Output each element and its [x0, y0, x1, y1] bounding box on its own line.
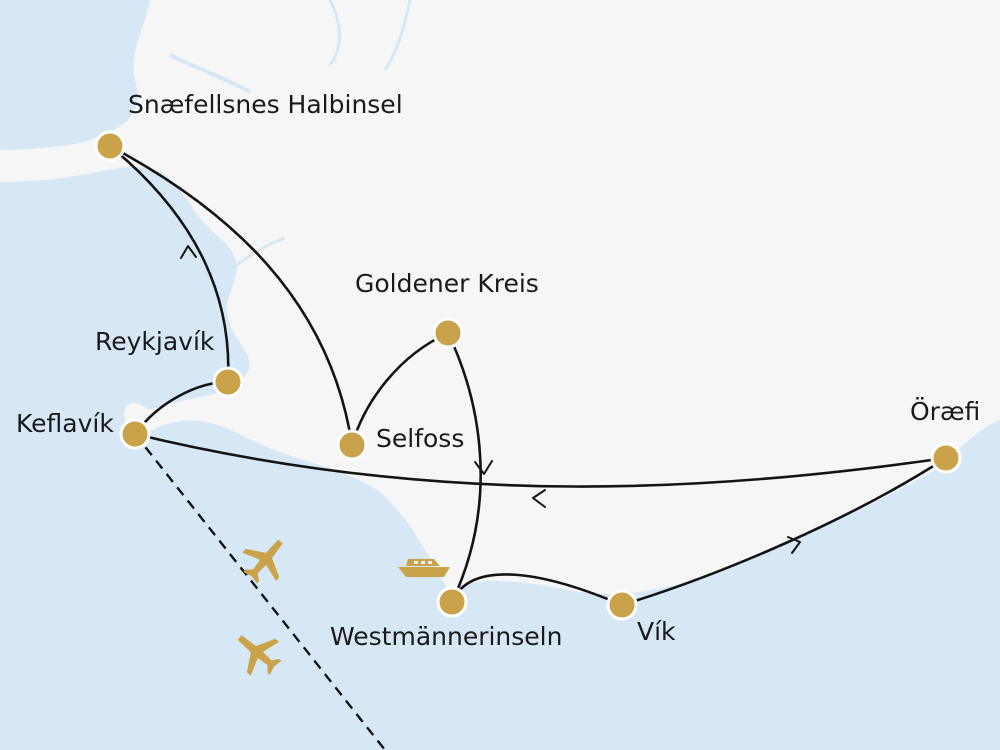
label-oraefi: Öræfi — [910, 397, 980, 426]
fjord — [328, 0, 341, 66]
direction-arrow — [474, 460, 493, 475]
label-vik: Vík — [637, 617, 676, 646]
label-reykjavik: Reykjavík — [95, 327, 215, 356]
plane-icon — [242, 539, 283, 584]
marker-reykjavik[interactable] — [212, 366, 244, 398]
fjord — [169, 53, 252, 94]
marker-oraefi[interactable] — [930, 442, 962, 474]
marker-selfoss[interactable] — [336, 429, 368, 461]
route-westmannerinseln-vik — [450, 573, 624, 607]
direction-arrow — [532, 489, 546, 508]
fjord — [229, 236, 286, 272]
marker-snaefellsnes[interactable] — [94, 130, 126, 162]
plane-icon — [237, 635, 282, 676]
route-goldener-kreis-westmannerinseln — [446, 331, 482, 604]
label-westmannerinseln: Westmännerinseln — [330, 622, 562, 651]
label-keflavik: Keflavík — [16, 409, 114, 438]
label-goldener-kreis: Goldener Kreis — [355, 269, 539, 298]
fjord — [383, 0, 412, 71]
marker-westmannerinseln[interactable] — [436, 586, 468, 618]
route-snaefellsnes-selfoss — [108, 144, 354, 447]
marker-vik[interactable] — [606, 589, 638, 621]
label-selfoss: Selfoss — [376, 424, 464, 453]
land — [0, 0, 1000, 595]
label-snaefellsnes: Snæfellsnes Halbinsel — [128, 90, 403, 119]
marker-keflavik[interactable] — [119, 418, 151, 450]
marker-goldener-kreis[interactable] — [432, 317, 464, 349]
route-reykjavik-snaefellsnes — [108, 144, 230, 384]
route-vik-oraefi — [620, 456, 948, 607]
route-oraefi-keflavik — [133, 432, 948, 488]
direction-arrow — [787, 536, 801, 554]
ferry-icon — [398, 559, 450, 577]
route-selfoss-goldener-kreis — [350, 331, 450, 447]
direction-arrow — [180, 245, 197, 259]
